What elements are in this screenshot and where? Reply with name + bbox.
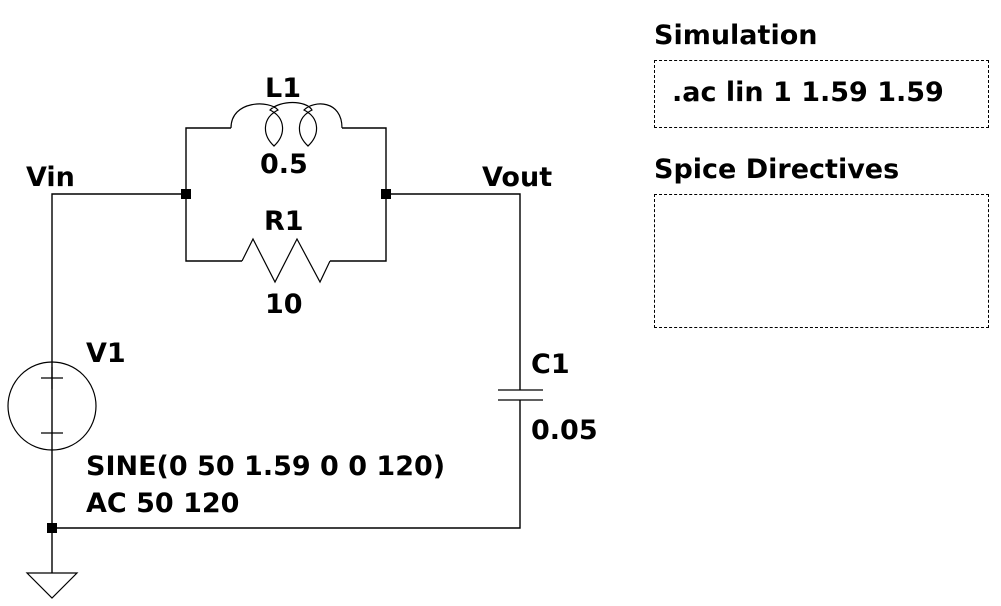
wire-l1-left[interactable] [185, 127, 231, 194]
resistor-r1-symbol[interactable] [241, 237, 331, 284]
capacitor-c1-symbol[interactable] [498, 389, 543, 401]
c1-value-label[interactable]: 0.05 [531, 415, 598, 446]
spice-directives-box[interactable] [654, 194, 989, 328]
wire-r1-left[interactable] [185, 194, 242, 262]
inductor-l1-symbol[interactable] [230, 101, 343, 147]
r1-name-label[interactable]: R1 [264, 206, 304, 237]
voltage-source-v1-symbol[interactable] [7, 361, 97, 451]
wire-r1-right[interactable] [330, 194, 387, 262]
simulation-command-text[interactable]: .ac lin 1 1.59 1.59 [672, 77, 944, 108]
ground-icon[interactable] [25, 572, 79, 599]
l1-name-label[interactable]: L1 [265, 73, 301, 104]
spice-directives-panel-title: Spice Directives [654, 154, 900, 185]
simulation-panel-title: Simulation [654, 20, 818, 51]
v1-value-line2[interactable]: AC 50 120 [86, 488, 239, 519]
v1-name-label[interactable]: V1 [86, 338, 126, 369]
wire-c1-bottom[interactable] [52, 400, 521, 529]
wire-l1-right[interactable] [342, 127, 387, 194]
net-label-vin[interactable]: Vin [26, 162, 75, 193]
wires [51, 127, 521, 573]
junction-dot [47, 523, 57, 533]
wire-vin-top[interactable] [51, 193, 186, 452]
v1-value-line1[interactable]: SINE(0 50 1.59 0 0 120) [86, 451, 445, 482]
simulation-command-box[interactable] [654, 60, 989, 128]
r1-value-label[interactable]: 10 [265, 289, 303, 320]
c1-name-label[interactable]: C1 [531, 349, 570, 380]
junction-dot [181, 189, 191, 199]
l1-value-label[interactable]: 0.5 [260, 149, 308, 180]
wire-vout[interactable] [386, 193, 521, 390]
junction-dot [381, 189, 391, 199]
net-label-vout[interactable]: Vout [482, 162, 552, 193]
